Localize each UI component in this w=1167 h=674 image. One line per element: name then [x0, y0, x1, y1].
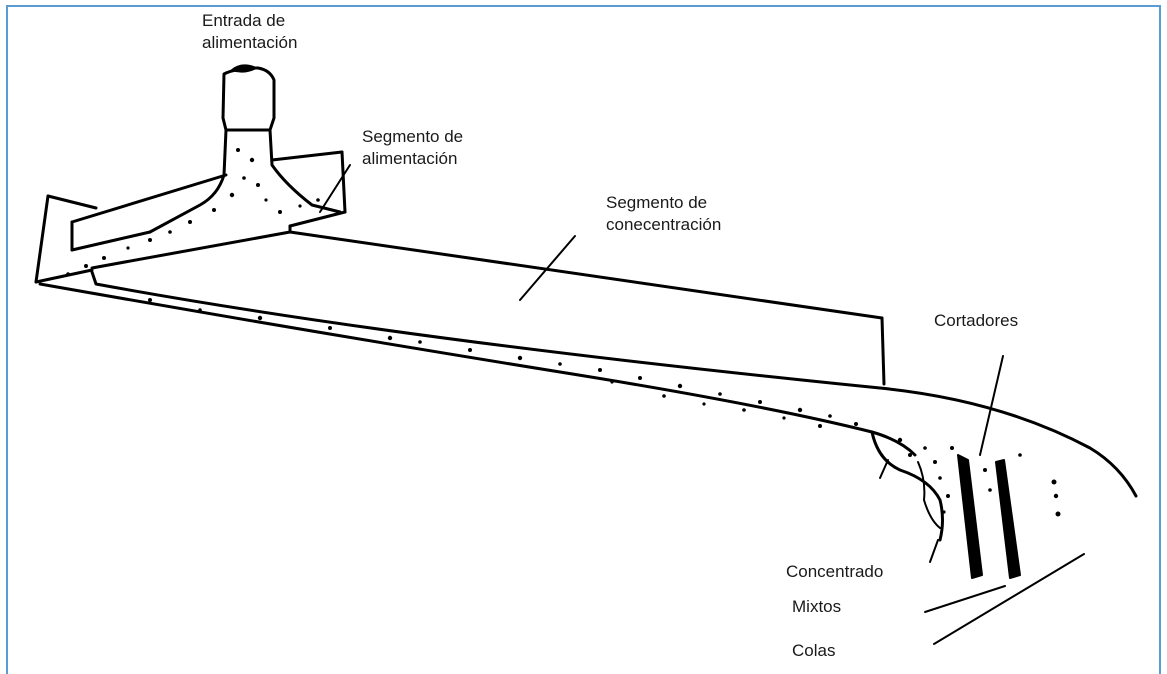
concentration-segment-label-line2: conecentración — [606, 215, 722, 234]
cutters-label: Cortadores — [934, 311, 1019, 330]
leader-lines — [319, 164, 1004, 456]
feed-inlet-label-line2: alimentación — [202, 33, 298, 52]
concentrate-label: Concentrado — [786, 562, 884, 581]
middlings-label: Mixtos — [792, 597, 842, 616]
concentration-segment-drawing — [38, 230, 1138, 498]
feed-segment-label: Segmento de alimentación — [362, 126, 463, 170]
feed-inlet-drawing — [221, 64, 276, 132]
feed-segment-label-line2: alimentación — [362, 149, 458, 168]
feed-inlet-label: Entrada de alimentación — [202, 10, 297, 54]
concentration-segment-label: Segmento de conecentración — [606, 192, 721, 236]
cutters-drawing — [957, 454, 1021, 579]
frame-border — [6, 5, 1161, 674]
particle-speckles — [66, 148, 1061, 517]
tailings-label: Colas — [792, 641, 836, 660]
concentration-segment-label-line1: Segmento de — [606, 193, 708, 212]
discharge-end-drawing — [870, 430, 944, 563]
feed-segment-drawing — [34, 150, 347, 284]
feed-segment-label-line1: Segmento de — [362, 127, 464, 146]
feed-inlet-label-line1: Entrada de — [202, 11, 286, 30]
feed-chute-drawing — [148, 128, 342, 234]
product-lines-drawing — [924, 553, 1085, 645]
